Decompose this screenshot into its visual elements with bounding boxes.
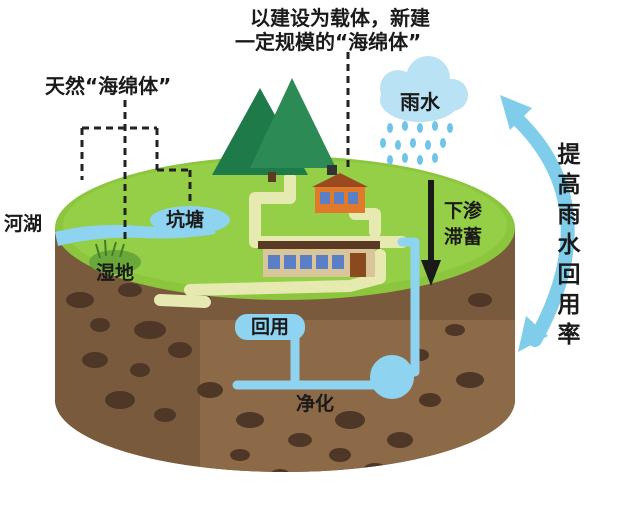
down-arrow-icon [421,180,441,286]
improve-rate-label: 提高雨水回用率 [557,142,581,348]
leader-lines [80,52,350,240]
pond-label: 坑塘 [166,209,205,231]
rain-label: 雨水 [400,90,440,114]
purify-tank [370,355,414,399]
wetland-bush [89,239,141,274]
building-icon [258,241,380,277]
rain-cloud-icon [380,56,468,165]
purify-label: 净化 [296,393,335,415]
natural-sponge-label: 天然“海绵体” [45,74,172,98]
infiltrate-label-2: 滞蓄 [444,226,483,248]
carrier-line-1: 以建设为载体，新建 [250,6,430,30]
reuse-tank [235,314,305,340]
house-icon [312,165,368,213]
infiltrate-label-1: 下渗 [444,200,483,222]
river-lake-label: 河湖 [4,213,43,235]
pond-water [150,206,230,234]
cycle-arrow-icon [500,95,575,352]
reuse-label: 回用 [251,316,290,338]
carrier-line-2: 一定规模的“海绵体” [235,30,422,54]
wetland-label: 湿地 [96,262,135,284]
tree-icon [212,78,336,182]
